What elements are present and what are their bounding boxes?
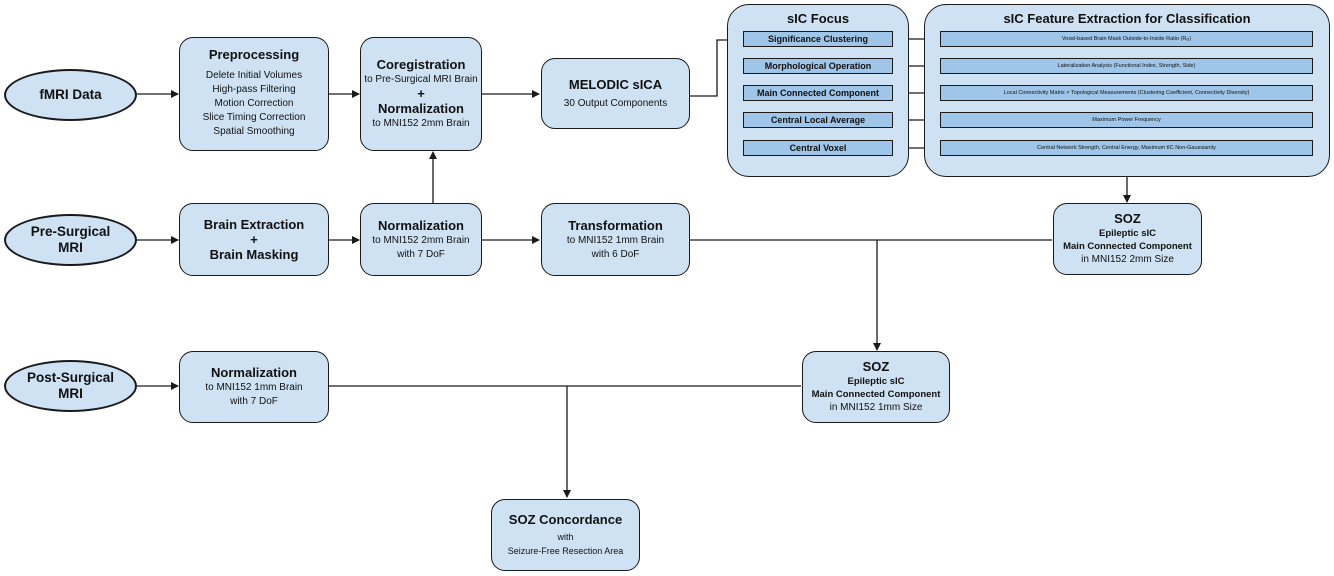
transformation-sub1: to MNI152 1mm Brain (566, 234, 665, 246)
post-surgical-label-1: Post-Surgical (26, 370, 115, 385)
feature-item: Maximum Power Frequency (940, 112, 1313, 128)
soz-2mm-line2: Main Connected Component (1063, 241, 1192, 252)
soz-2mm-line3: in MNI152 2mm Size (1081, 254, 1174, 265)
brain-extraction-title: Brain Extraction (203, 216, 305, 232)
normalization-title: Normalization (378, 101, 464, 116)
focus-step-morphological-operation: Morphological Operation (743, 58, 893, 74)
soz-concordance-title: SOZ Concordance (508, 512, 623, 527)
preprocessing-step: Motion Correction (214, 98, 294, 109)
soz-concordance-sub2: Seizure-Free Resection Area (507, 546, 624, 556)
normalization-post-sub2: with 7 DoF (230, 396, 278, 407)
post-surgical-mri-node: Post-Surgical MRI (4, 360, 137, 412)
soz-1mm-line2: Main Connected Component (811, 389, 941, 400)
normalization-sub: to MNI152 2mm Brain (372, 118, 470, 129)
fmri-data-node: fMRI Data (4, 69, 137, 121)
focus-step-main-connected-component: Main Connected Component (743, 85, 893, 101)
preprocessing-step: High-pass Filtering (212, 84, 296, 95)
soz-1mm-title: SOZ (862, 359, 890, 374)
plus-symbol: + (250, 231, 258, 247)
soz-concordance-node: SOZ Concordance with Seizure-Free Resect… (491, 499, 640, 571)
soz-2mm-node: SOZ Epileptic sIC Main Connected Compone… (1053, 203, 1202, 275)
sic-focus-title: sIC Focus (786, 11, 850, 26)
pre-surgical-label-1: Pre-Surgical (30, 224, 111, 239)
coregistration-sub: to Pre-Surgical MRI Brain (364, 74, 478, 85)
feature-item: Local Connectivity Matrix > Topological … (940, 85, 1313, 101)
feature-extraction-title: sIC Feature Extraction for Classificatio… (1003, 11, 1251, 26)
pre-surgical-mri-node: Pre-Surgical MRI (4, 214, 137, 266)
preprocessing-node: Preprocessing Delete Initial Volumes Hig… (179, 37, 329, 151)
coregistration-node: Coregistration to Pre-Surgical MRI Brain… (360, 37, 482, 151)
soz-1mm-line3: in MNI152 1mm Size (829, 402, 923, 413)
feature-item: Lateralization Analysis (Functional Inde… (940, 58, 1313, 74)
focus-step-central-voxel: Central Voxel (743, 140, 893, 156)
preprocessing-title: Preprocessing (208, 47, 300, 62)
preprocessing-step: Slice Timing Correction (202, 112, 306, 123)
normalization-post-title: Normalization (211, 365, 297, 380)
preprocessing-step: Delete Initial Volumes (205, 70, 303, 81)
brain-masking-title: Brain Masking (209, 246, 299, 262)
normalization-pre-node: Normalization to MNI152 2mm Brain with 7… (360, 203, 482, 276)
brain-extraction-node: Brain Extraction + Brain Masking (179, 203, 329, 276)
soz-2mm-line1: Epileptic sIC (1098, 228, 1156, 239)
preprocessing-step: Spatial Smoothing (213, 126, 295, 137)
normalization-pre-title: Normalization (378, 217, 464, 233)
transformation-title: Transformation (568, 217, 663, 233)
pre-surgical-label-2: MRI (58, 240, 83, 255)
plus-symbol: + (417, 86, 425, 101)
soz-2mm-title: SOZ (1114, 211, 1141, 226)
normalization-post-sub1: to MNI152 1mm Brain (205, 382, 303, 393)
normalization-post-node: Normalization to MNI152 1mm Brain with 7… (179, 351, 329, 423)
transformation-sub2: with 6 DoF (591, 248, 640, 260)
transformation-node: Transformation to MNI152 1mm Brain with … (541, 203, 690, 276)
melodic-title: MELODIC sICA (568, 76, 663, 92)
focus-step-central-local-average: Central Local Average (743, 112, 893, 128)
feature-item: Voxel-based Brain Mask Outside-to-Inside… (940, 31, 1313, 47)
fmri-data-label: fMRI Data (39, 87, 102, 102)
post-surgical-label-2: MRI (58, 386, 83, 401)
melodic-sub: 30 Output Components (563, 97, 668, 109)
soz-1mm-line1: Epileptic sIC (847, 376, 905, 387)
focus-step-significance-clustering: Significance Clustering (743, 31, 893, 47)
coregistration-title: Coregistration (376, 57, 466, 72)
normalization-pre-sub1: to MNI152 2mm Brain (372, 234, 470, 246)
soz-1mm-node: SOZ Epileptic sIC Main Connected Compone… (802, 351, 950, 423)
melodic-sica-node: MELODIC sICA 30 Output Components (541, 58, 690, 129)
feature-item: Central Network Strength, Central Energy… (940, 140, 1313, 156)
normalization-pre-sub2: with 7 DoF (397, 248, 445, 260)
soz-concordance-sub1: with (557, 532, 574, 542)
